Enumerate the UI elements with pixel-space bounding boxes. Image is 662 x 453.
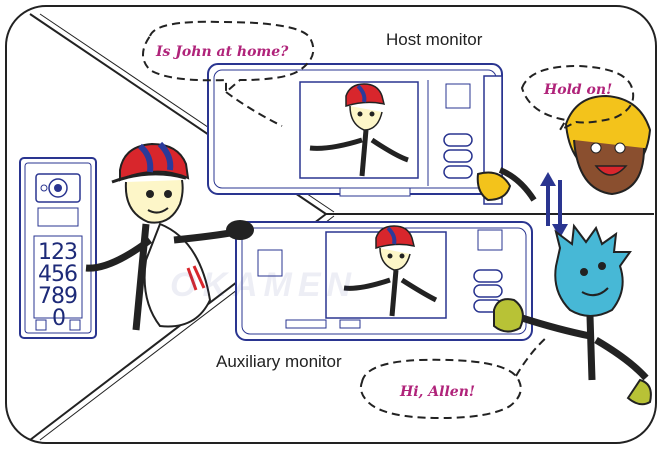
aux-speech-text: Hi, Allen! — [400, 384, 476, 400]
host-speech-bubble — [520, 64, 635, 133]
host-monitor-buttons — [443, 133, 473, 179]
visitor-on-aux-screen — [343, 225, 438, 317]
door-speaker-grille — [37, 207, 79, 227]
auxiliary-user-character — [493, 223, 652, 406]
visitor-character — [85, 141, 254, 331]
visitor-speech-text: Is John at home? — [156, 44, 289, 60]
watermark: OKAMEN — [170, 266, 358, 304]
door-camera — [35, 173, 81, 203]
aux-speech-bubble — [359, 358, 522, 420]
keypad-digits-row-4: 0 — [52, 306, 66, 331]
aux-monitor-buttons — [473, 269, 503, 313]
aux-speaker-grille — [477, 229, 503, 251]
visitor-on-host-screen — [309, 83, 409, 177]
host-character — [476, 94, 652, 202]
auxiliary-monitor-label: Auxiliary monitor — [216, 352, 342, 371]
door-station-device — [19, 157, 97, 339]
door-keypad-frame — [33, 235, 83, 319]
host-monitor-label: Host monitor — [386, 30, 483, 49]
keypad-digits-row-3: 789 — [38, 284, 78, 309]
aux-left-grille — [257, 249, 283, 277]
host-speaker-grille — [445, 83, 471, 109]
communication-arrows — [540, 172, 568, 238]
keypad-digits-row-2: 456 — [38, 262, 78, 287]
keypad-digits-row-1: 123 — [38, 240, 78, 265]
host-speech-text: Hold on! — [544, 82, 613, 98]
